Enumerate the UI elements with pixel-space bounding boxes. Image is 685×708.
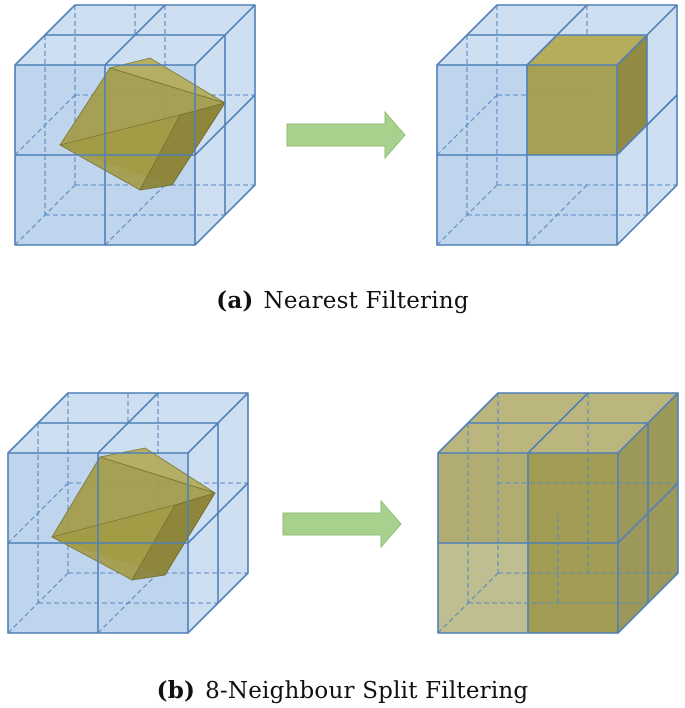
rotated-object-b [50,447,216,581]
caption-a-tag: (a) [216,287,254,314]
voxel-grid-before [14,4,256,246]
caption-a-text: Nearest Filtering [263,288,469,314]
voxel-grid-before-b [7,392,249,634]
right-arrow-icon [286,110,406,160]
caption-a: (a) Nearest Filtering [0,287,685,314]
snapped-voxel [526,34,648,156]
panel-a-illustration [14,4,678,246]
caption-b-tag: (b) [156,677,196,704]
grid-visible-edges [14,4,256,246]
panel-split-filtering: (b) 8-Neighbour Split Filtering [0,385,685,708]
voxel-grid-after [436,4,678,246]
panel-nearest-filtering: (a) Nearest Filtering [0,0,685,340]
right-arrow-icon-b [282,499,402,549]
caption-b: (b) 8-Neighbour Split Filtering [0,677,685,704]
caption-b-text: 8-Neighbour Split Filtering [205,678,529,704]
voxel-grid-split [437,392,679,634]
panel-b-illustration [7,392,679,634]
